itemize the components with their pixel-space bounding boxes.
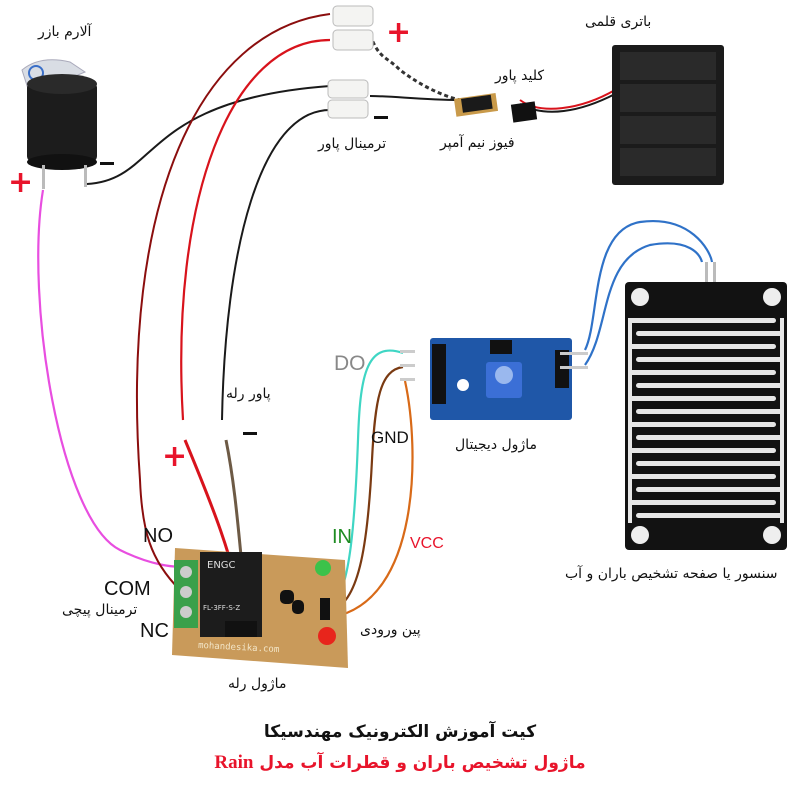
fuse <box>453 93 499 117</box>
vcc-pin-label: VCC <box>410 535 444 552</box>
sensor-plate-label: سنسور یا صفحه تشخیص باران و آب <box>565 566 778 582</box>
com-terminal-label: COM <box>104 578 151 600</box>
buzzer-minus-wire <box>86 85 331 185</box>
buzzer-plus-sign: + <box>8 165 34 200</box>
relay-minus-wire <box>221 109 331 421</box>
sensor-trace <box>628 396 776 401</box>
power-switch-label: کلید پاور <box>495 68 545 84</box>
sensor-trace <box>636 357 784 362</box>
in-pin-label: IN <box>332 526 352 548</box>
sensor-trace <box>636 409 784 414</box>
com-wire <box>136 13 331 591</box>
relay-module-board <box>172 548 348 668</box>
power-terminal-minus-sign <box>374 116 388 119</box>
vcc-wire <box>332 380 414 619</box>
relay-power-plus-sign: + <box>162 439 188 474</box>
input-pins-label: پین ورودی <box>360 622 421 638</box>
relay-power-minus-sign <box>243 432 257 435</box>
buzzer-label: آلارم بازر <box>38 24 92 40</box>
no-terminal-label: NO <box>143 525 173 547</box>
sensor-trace <box>636 435 784 440</box>
fuse-label: فیوز نیم آمپر <box>440 135 515 151</box>
relay-module-label: ماژول رله <box>228 676 287 692</box>
digital-module-board <box>400 338 588 420</box>
sensor-trace <box>628 344 776 349</box>
rain-sensor-plate <box>625 262 787 550</box>
module-title-text: ماژول تشخیص باران و قطرات آب مدل <box>259 753 586 773</box>
sensor-trace <box>636 487 784 492</box>
power-terminal-blocks <box>327 5 374 119</box>
kit-title: کیت آموزش الکترونیک مهندسیکا <box>263 722 537 742</box>
screw-terminal-label: ترمینال پیچی <box>62 602 138 618</box>
buzzer-minus-sign <box>100 162 114 165</box>
sensor-trace <box>636 331 784 336</box>
power-terminal-plus-sign: + <box>386 15 412 50</box>
battery-holder <box>612 45 724 185</box>
module-model: Rain <box>214 752 254 773</box>
gnd-wire <box>332 365 404 612</box>
digital-module-label: ماژول دیجیتال <box>455 437 537 453</box>
relay-power-label: پاور رله <box>226 386 271 402</box>
gnd-pin-label: GND <box>371 428 409 447</box>
sensor-trace <box>628 448 776 453</box>
sensor-wire-2 <box>584 242 704 366</box>
sensor-trace <box>628 318 776 323</box>
sensor-trace <box>628 422 776 427</box>
buzzer-plus-wire <box>37 189 186 568</box>
power-switch <box>510 101 538 123</box>
relay-plus-wire <box>180 38 331 421</box>
sensor-trace <box>636 383 784 388</box>
relay-model: FL-3FF-S-Z <box>203 604 241 612</box>
do-pin-label: DO <box>334 352 366 375</box>
sensor-wire-1 <box>584 219 714 351</box>
sensor-trace <box>628 474 776 479</box>
nc-terminal-label: NC <box>140 620 169 642</box>
power-terminal-label: ترمینال پاور <box>318 136 387 152</box>
sensor-trace <box>636 513 784 518</box>
sensor-trace <box>636 461 784 466</box>
buzzer <box>21 59 97 189</box>
relay-brand: ENGC <box>207 560 236 571</box>
battery-label: باتری قلمی <box>585 14 652 30</box>
module-title: ماژول تشخیص باران و قطرات آب مدل Rain <box>0 752 800 774</box>
sensor-trace <box>628 500 776 505</box>
sensor-trace <box>628 370 776 375</box>
